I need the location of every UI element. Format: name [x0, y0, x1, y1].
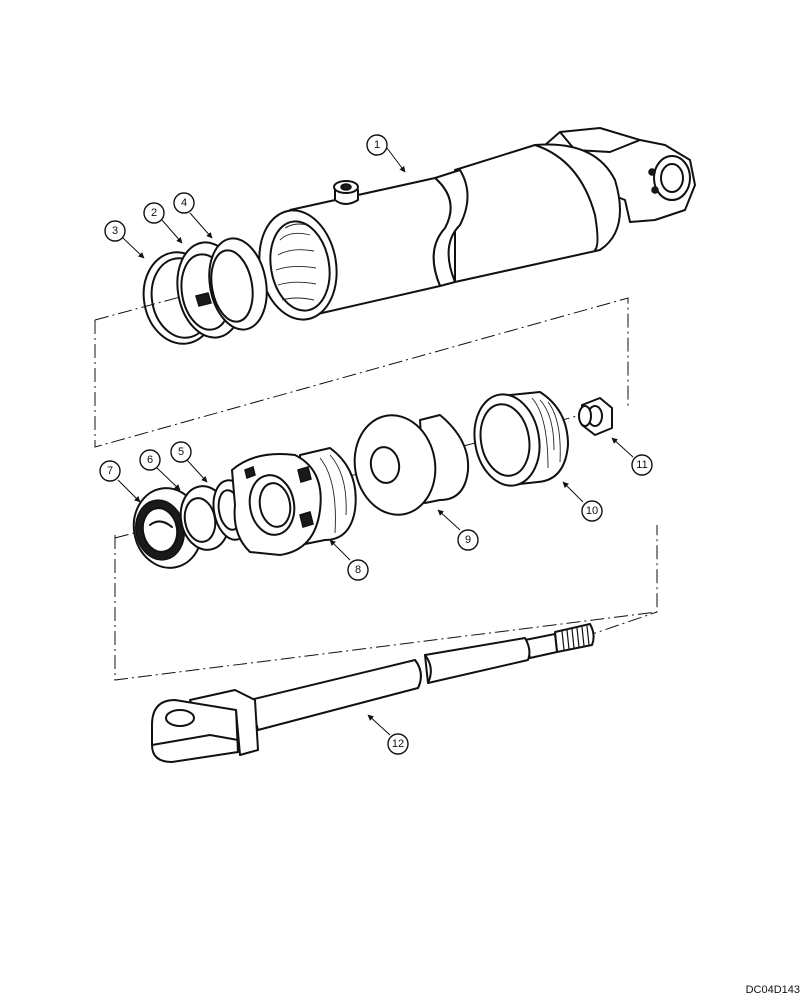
callout-11: 11: [631, 454, 653, 476]
ring-part-4: [208, 237, 268, 331]
callouts: 1 2 3 4 5 6 7 8 9 10 11: [99, 134, 653, 755]
callout-8: 8: [347, 559, 369, 581]
callout-9: 9: [457, 529, 479, 551]
callout-7: 7: [99, 460, 121, 482]
svg-text:8: 8: [355, 564, 361, 576]
svg-text:2: 2: [151, 207, 157, 219]
nut-part-11: [578, 397, 613, 436]
piston-part-9: [353, 414, 470, 516]
callout-6: 6: [139, 449, 161, 471]
callout-5: 5: [170, 441, 192, 463]
svg-text:4: 4: [181, 197, 187, 209]
callout-3: 3: [104, 220, 126, 242]
svg-text:6: 6: [147, 454, 153, 466]
svg-text:9: 9: [465, 534, 471, 546]
cylinder-barrel: [258, 127, 696, 321]
svg-text:3: 3: [112, 225, 118, 237]
svg-text:1: 1: [374, 139, 380, 151]
svg-text:12: 12: [392, 738, 404, 750]
drawing-code: DC04D143: [745, 984, 800, 996]
svg-text:10: 10: [586, 505, 598, 517]
callout-1: 1: [366, 134, 388, 156]
svg-text:7: 7: [107, 465, 113, 477]
callout-4: 4: [173, 192, 195, 214]
piston-rod-part-12: [151, 623, 595, 763]
callout-2: 2: [143, 202, 165, 224]
piston-seal-part-10: [473, 391, 569, 487]
callout-10: 10: [581, 500, 603, 522]
svg-text:11: 11: [636, 459, 647, 471]
cylinder-head-part-8: [231, 447, 357, 556]
svg-text:5: 5: [178, 446, 184, 458]
callout-12: 12: [387, 733, 409, 755]
